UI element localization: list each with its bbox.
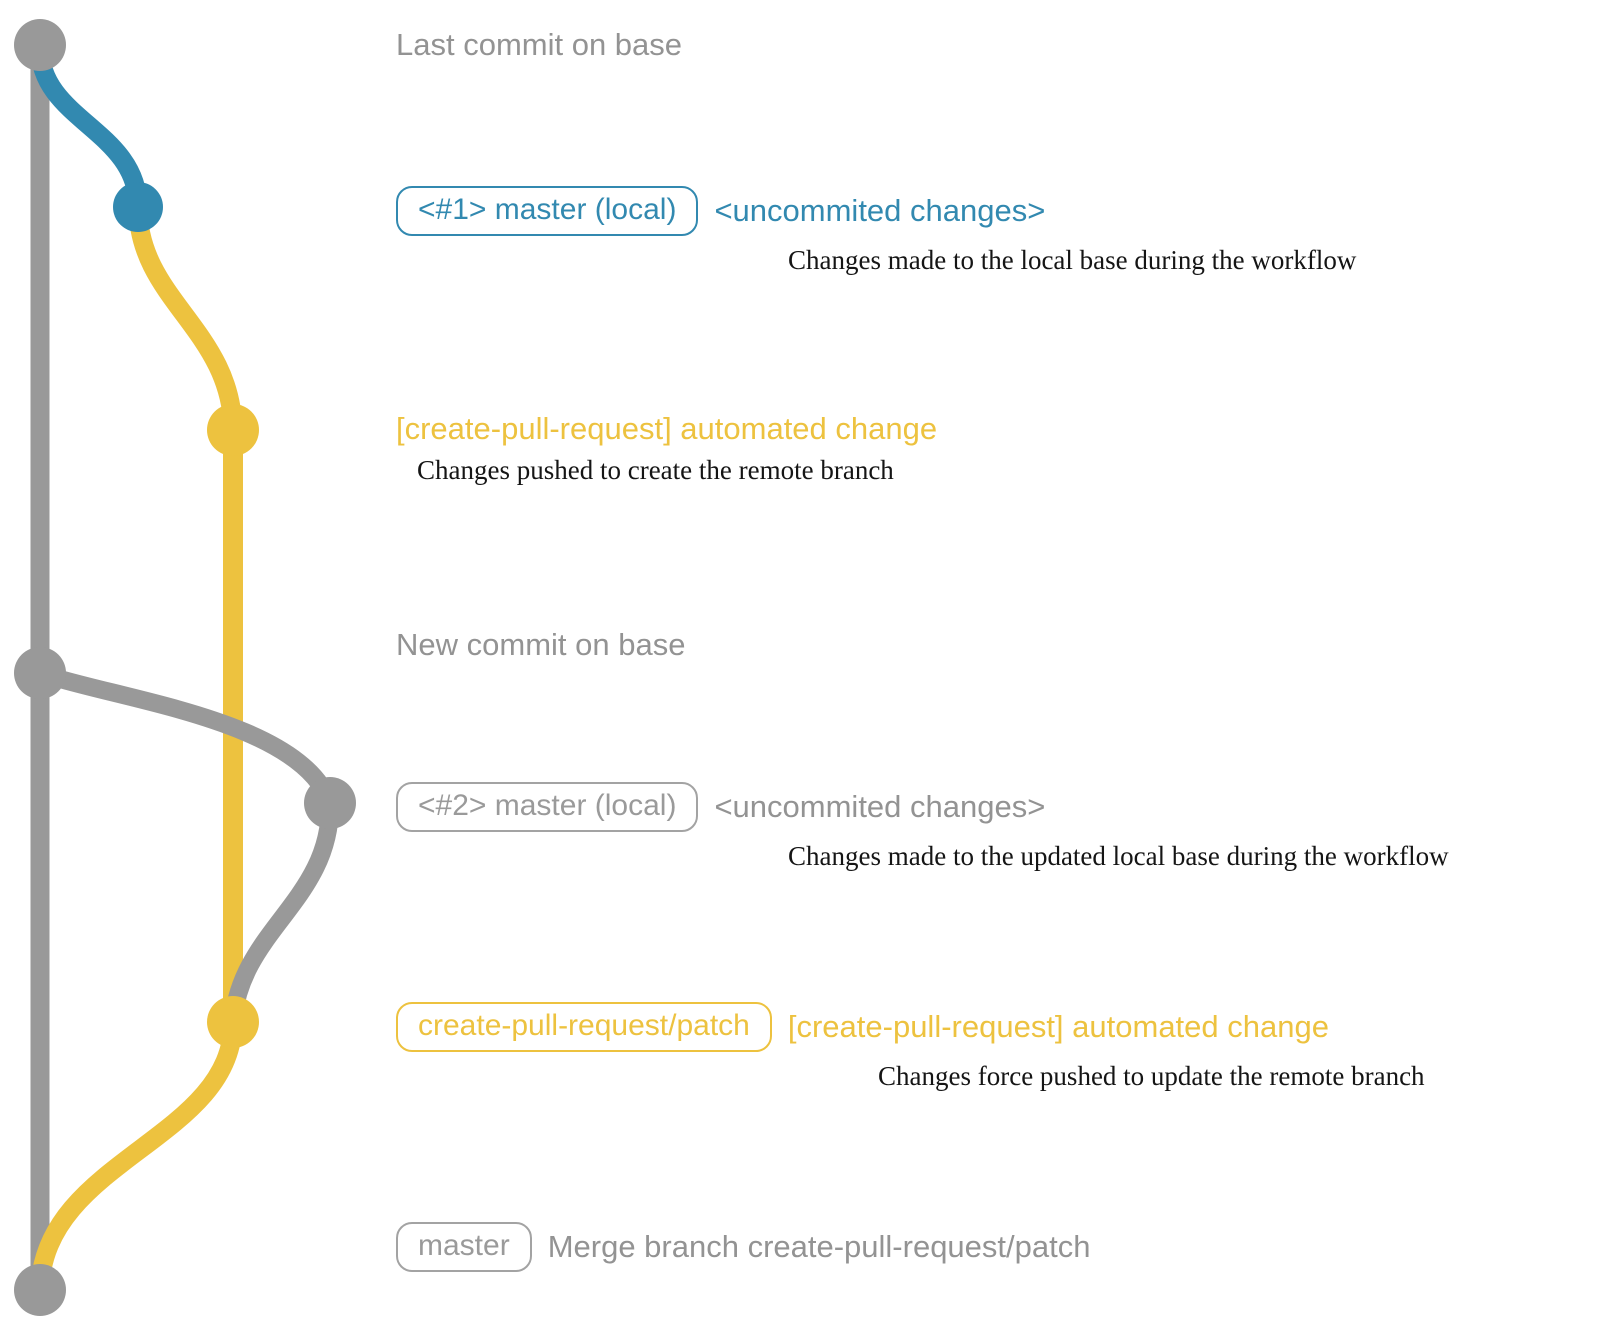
commit-node-local-change-2[interactable] <box>304 777 356 829</box>
subtext-local-change-1: Changes made to the local base during th… <box>788 244 1357 275</box>
edge-base-to-local2 <box>31 664 339 812</box>
annotation-local-change-1: <#1> master (local) <uncommited changes>… <box>396 186 1356 276</box>
subtext-automated-change-push: Changes pushed to create the remote bran… <box>417 455 894 486</box>
annotation-local-change-2: <#2> master (local) <uncommited changes>… <box>396 782 1449 872</box>
subtext-automated-change-force-push: Changes force pushed to update the remot… <box>878 1060 1425 1091</box>
annotation-automated-change-push: [create-pull-request] automated change C… <box>396 411 938 486</box>
edge-local2-to-patch <box>224 794 340 1031</box>
ref-pill-master-local-1[interactable]: <#1> master (local) <box>396 186 699 236</box>
headline-local-change-1: <uncommited changes> <box>714 192 1046 228</box>
headline-merge-commit: Merge branch create-pull-request/patch <box>547 1228 1091 1264</box>
annotation-automated-change-force-push: create-pull-request/patch [create-pull-r… <box>396 1002 1425 1092</box>
commit-node-merge-commit[interactable] <box>14 1264 66 1316</box>
ref-pill-create-pull-request-patch[interactable]: create-pull-request/patch <box>396 1002 772 1052</box>
annotation-new-commit-on-base: New commit on base <box>396 627 686 662</box>
headline-local-change-2: <uncommited changes> <box>714 788 1046 824</box>
headline-automated-change-force-push: [create-pull-request] automated change <box>787 1008 1329 1044</box>
commit-node-last-commit-on-base[interactable] <box>14 19 66 71</box>
commit-node-automated-change-force-push[interactable] <box>207 996 259 1048</box>
annotation-last-commit-on-base: Last commit on base <box>396 27 683 62</box>
ref-pill-master-local-2[interactable]: <#2> master (local) <box>396 782 699 832</box>
subtext-local-change-2: Changes made to the updated local base d… <box>788 840 1449 871</box>
headline-new-commit-on-base: New commit on base <box>396 627 686 662</box>
commit-node-local-change-1[interactable] <box>113 182 163 232</box>
commit-node-automated-change-push[interactable] <box>207 404 259 456</box>
headline-last-commit-on-base: Last commit on base <box>396 27 683 62</box>
commit-graph <box>14 19 356 1316</box>
headline-automated-change-push: [create-pull-request] automated change <box>396 411 938 446</box>
edge-local1-to-patch <box>128 197 243 442</box>
ref-pill-master[interactable]: master <box>396 1222 532 1272</box>
edge-base-to-local1 <box>30 38 148 217</box>
commit-node-new-commit-on-base[interactable] <box>14 647 66 699</box>
annotation-merge-commit: master Merge branch create-pull-request/… <box>396 1222 1090 1272</box>
edge-patch-to-master <box>30 1012 243 1300</box>
